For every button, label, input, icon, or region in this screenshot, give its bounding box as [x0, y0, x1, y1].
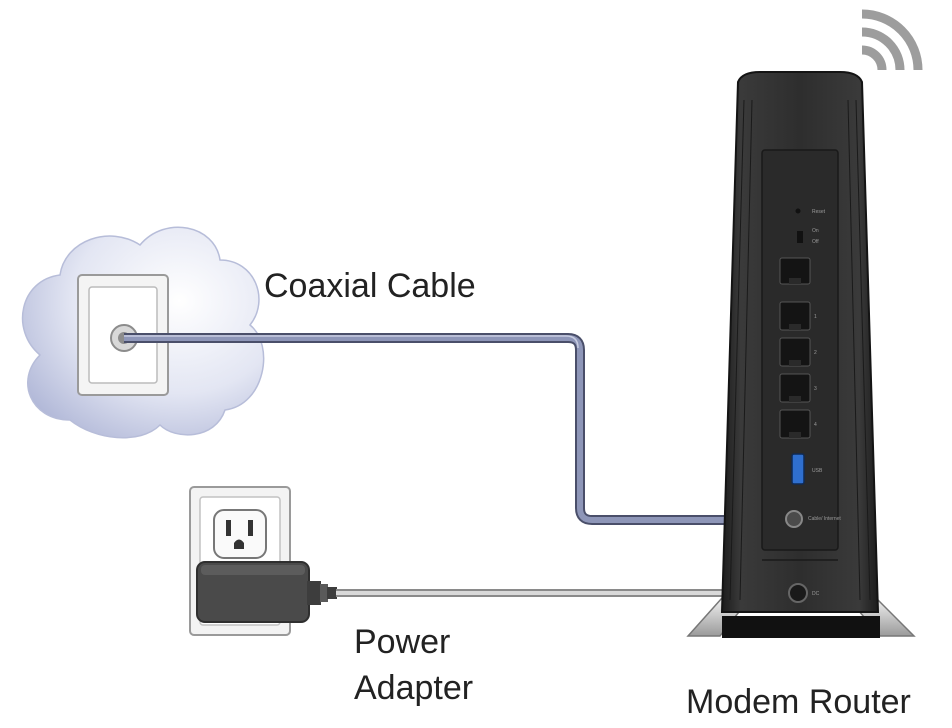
panel-label-off: Off: [812, 239, 819, 245]
panel-label-usb: USB: [812, 468, 823, 474]
power-adapter-label-line2: Adapter: [354, 669, 474, 707]
panel-label-cable-internet: Cable/ Internet: [808, 516, 841, 522]
panel-label-port-4: 4: [814, 422, 817, 428]
modem-router: [720, 71, 880, 613]
panel-label-dc: DC: [812, 591, 820, 597]
reset-button: [795, 208, 801, 214]
usb-port: [791, 453, 805, 485]
wifi-signal-icon: [861, 9, 923, 71]
coaxial-cable-label: Coaxial Cable: [264, 267, 476, 305]
panel-label-port-2: 2: [814, 350, 817, 356]
coaxial-cable: [124, 333, 792, 525]
panel-label-port-3: 3: [814, 386, 817, 392]
power-adapter-label-line1: Power: [354, 623, 451, 661]
panel-label-port-1: 1: [814, 314, 817, 320]
power-adapter: [196, 561, 337, 623]
dc-power-port: [788, 583, 808, 603]
panel-label-reset: Reset: [812, 209, 826, 215]
modem-router-label: Modem Router: [686, 683, 911, 721]
panel-label-on: On: [812, 228, 819, 234]
coax-port: [785, 510, 803, 528]
power-switch: [797, 231, 803, 243]
